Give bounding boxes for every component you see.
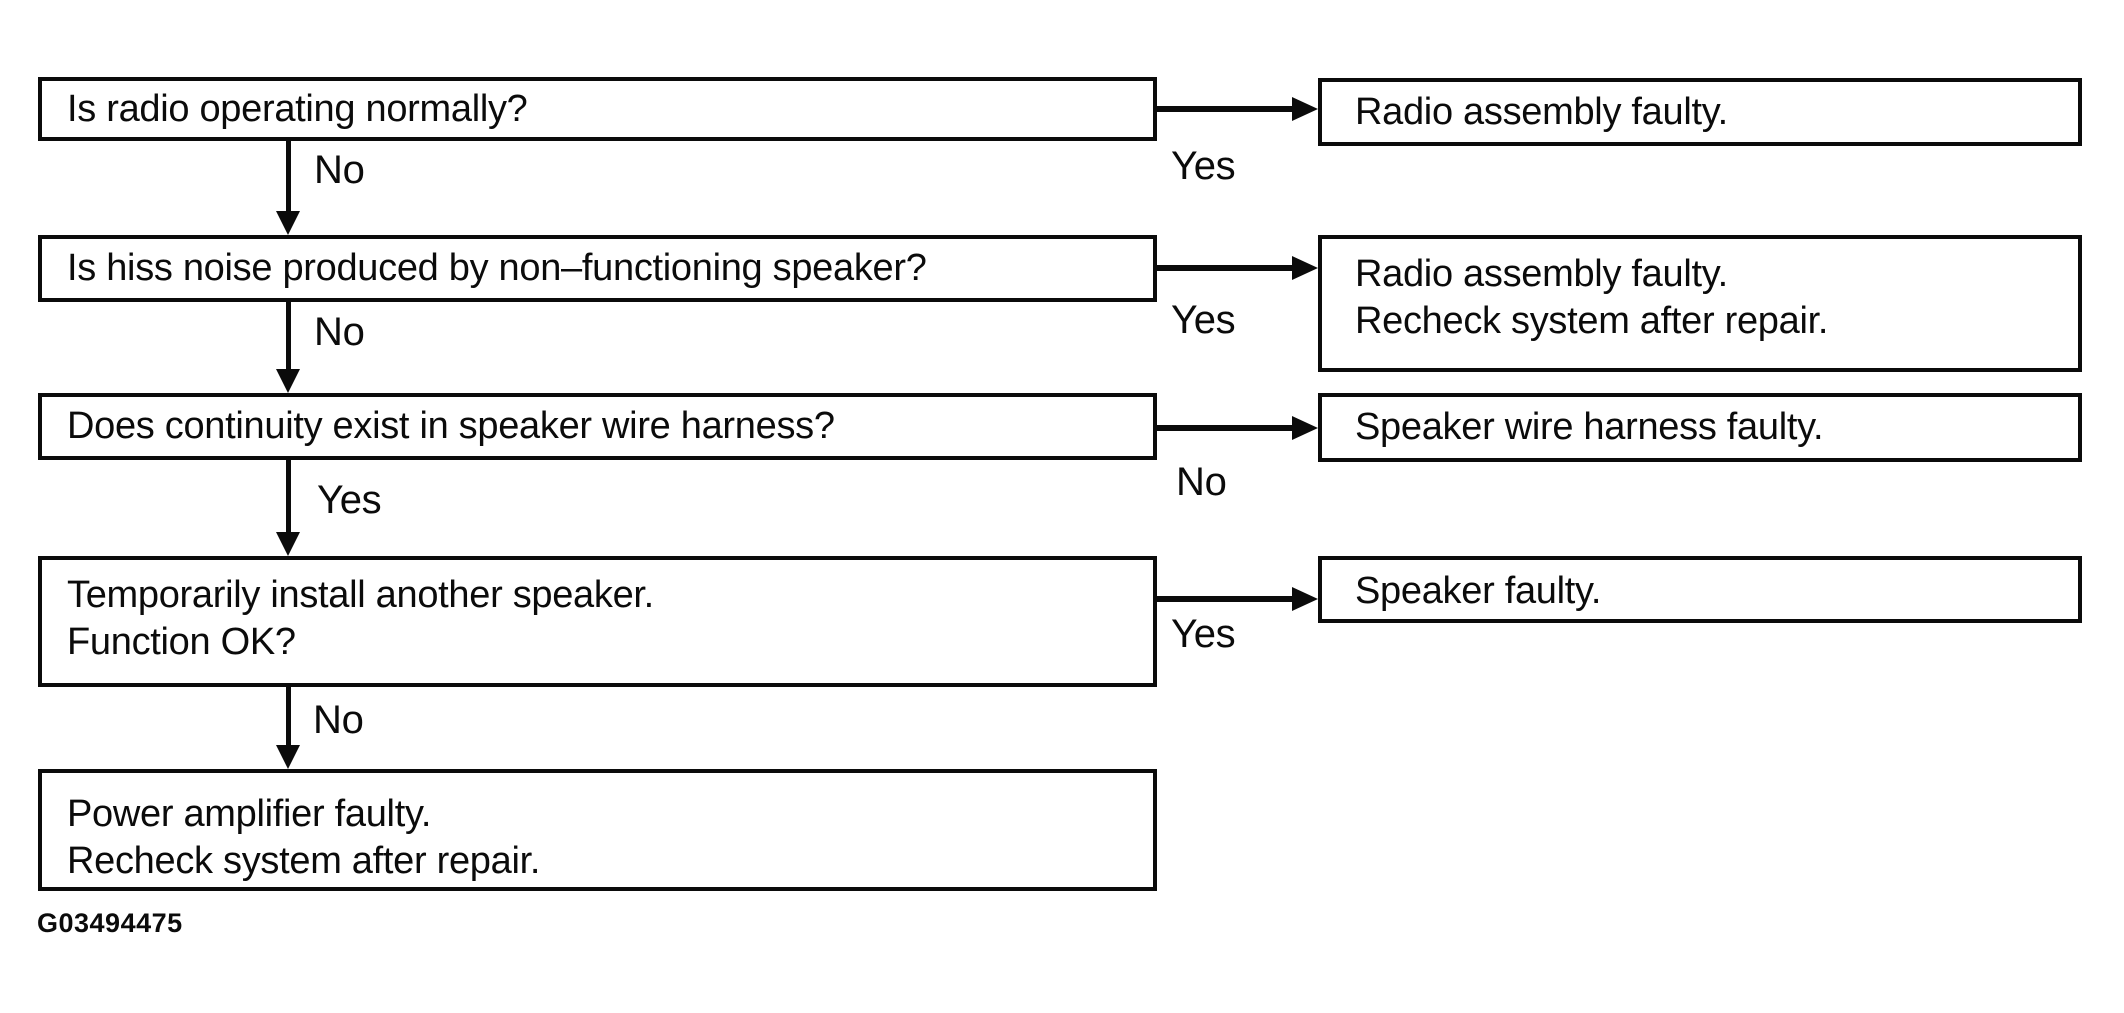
edge-label-yes: Yes: [317, 478, 382, 522]
arrowhead-down-icon: [276, 532, 300, 556]
arrow-shaft: [1157, 425, 1298, 431]
figure-id-label: G03494475: [37, 908, 183, 938]
arrowhead-right-icon: [1292, 416, 1318, 440]
result-box-radio-assembly-faulty: Radio assembly faulty.: [1318, 78, 2082, 146]
arrowhead-down-icon: [276, 745, 300, 769]
question-box-wire-harness-continuity: Does continuity exist in speaker wire ha…: [38, 393, 1157, 460]
question-box-radio-operating: Is radio operating normally?: [38, 77, 1157, 141]
edge-label-yes: Yes: [1171, 144, 1236, 188]
result-text-line2: Recheck system after repair.: [67, 840, 541, 882]
question-text-line1: Temporarily install another speaker.: [67, 574, 654, 616]
result-text: Speaker wire harness faulty.: [1355, 406, 1824, 448]
edge-label-yes: Yes: [1171, 298, 1236, 342]
arrow-down-connector-q1: [276, 141, 300, 235]
question-box-install-another-speaker: Temporarily install another speaker. Fun…: [38, 556, 1157, 687]
arrowhead-right-icon: [1292, 256, 1318, 280]
result-box-power-amplifier-faulty: Power amplifier faulty. Recheck system a…: [38, 769, 1157, 891]
arrow-right-connector-q3: [1157, 416, 1318, 440]
edge-label-no: No: [314, 310, 365, 354]
arrow-shaft: [1157, 265, 1298, 271]
arrow-right-connector-q1: [1157, 97, 1318, 121]
arrow-down-connector-q4: [276, 687, 300, 769]
result-text-line2: Recheck system after repair.: [1355, 300, 1829, 342]
arrow-shaft: [286, 687, 291, 753]
result-text: Radio assembly faulty.: [1355, 90, 1728, 133]
arrow-shaft: [286, 302, 291, 377]
arrow-shaft: [1157, 596, 1298, 602]
result-box-speaker-wire-harness-faulty: Speaker wire harness faulty.: [1318, 393, 2082, 462]
result-box-speaker-faulty: Speaker faulty.: [1318, 556, 2082, 623]
arrowhead-down-icon: [276, 369, 300, 393]
question-text: Is radio operating normally?: [67, 87, 528, 130]
result-text-line1: Radio assembly faulty.: [1355, 253, 1728, 295]
arrow-right-connector-q2: [1157, 256, 1318, 280]
result-text: Speaker faulty.: [1355, 570, 1602, 612]
edge-label-no: No: [1176, 460, 1227, 504]
question-text: Is hiss noise produced by non–functionin…: [67, 247, 927, 289]
arrow-right-connector-q4: [1157, 587, 1318, 611]
arrowhead-down-icon: [276, 211, 300, 235]
question-text-line2: Function OK?: [67, 621, 296, 663]
edge-label-no: No: [314, 148, 365, 192]
result-box-radio-assembly-faulty-recheck: Radio assembly faulty. Recheck system af…: [1318, 235, 2082, 372]
arrow-shaft: [286, 141, 291, 219]
arrow-down-connector-q2: [276, 302, 300, 393]
edge-label-no: No: [313, 698, 364, 742]
question-box-hiss-noise: Is hiss noise produced by non–functionin…: [38, 235, 1157, 302]
arrow-down-connector-q3: [276, 460, 300, 556]
arrowhead-right-icon: [1292, 587, 1318, 611]
question-text: Does continuity exist in speaker wire ha…: [67, 405, 835, 447]
arrow-shaft: [1157, 106, 1298, 112]
arrowhead-right-icon: [1292, 97, 1318, 121]
result-text-line1: Power amplifier faulty.: [67, 793, 432, 835]
arrow-shaft: [286, 460, 291, 540]
edge-label-yes: Yes: [1171, 612, 1236, 656]
